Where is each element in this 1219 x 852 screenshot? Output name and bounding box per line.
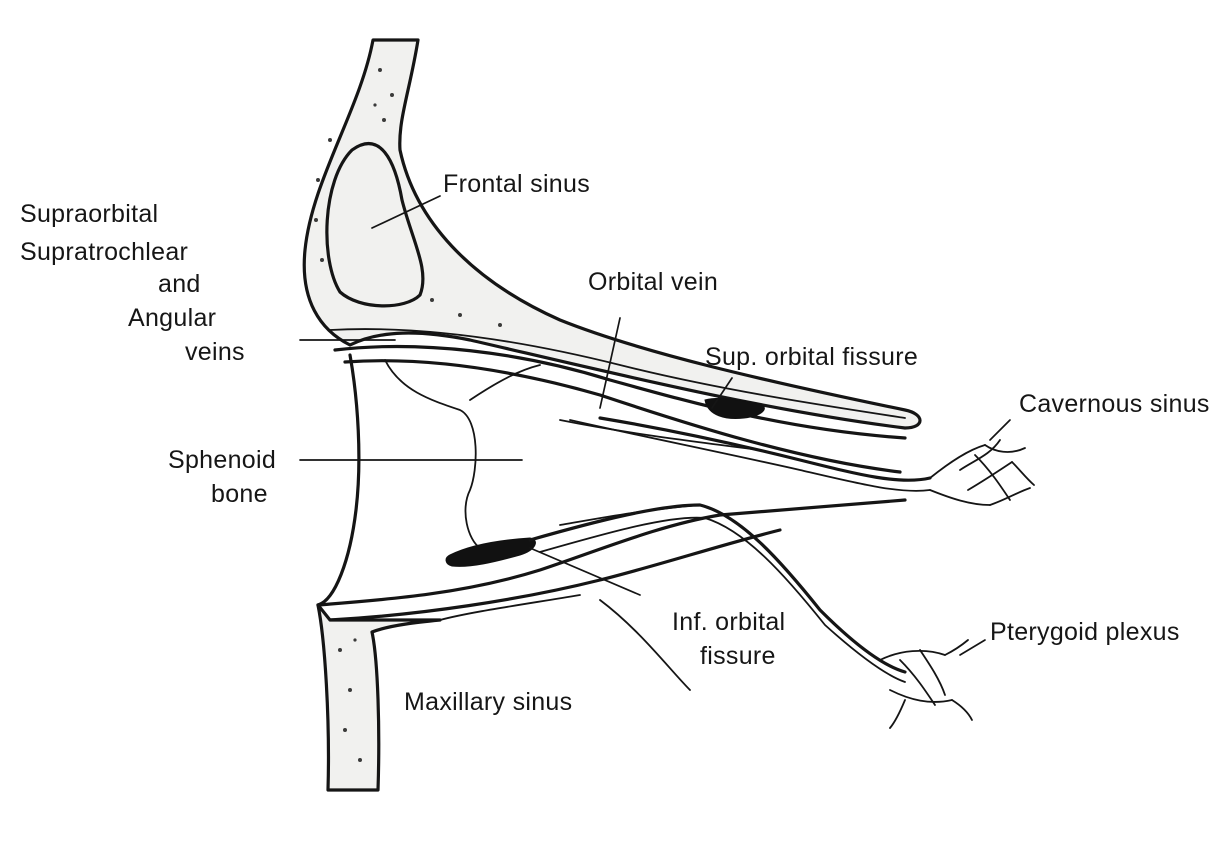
label-inf-orbital: Inf. orbital — [672, 608, 785, 636]
label-frontal-sinus: Frontal sinus — [443, 170, 590, 198]
labels: Frontal sinus Supraorbital Supratrochlea… — [20, 170, 1210, 716]
pterygoid-plexus-bundle — [880, 640, 972, 728]
label-fissure: fissure — [700, 642, 776, 670]
label-orbital-vein: Orbital vein — [588, 268, 718, 296]
maxilla — [318, 500, 905, 790]
cavernous-sinus-plexus — [930, 440, 1034, 505]
label-sup-orbital-fissure: Sup. orbital fissure — [705, 343, 918, 371]
inferior-ophthalmic-vein — [446, 505, 905, 682]
label-cavernous-sinus: Cavernous sinus — [1019, 390, 1210, 418]
label-sphenoid: Sphenoid — [168, 446, 276, 474]
label-supratrochlear: Supratrochlear — [20, 238, 188, 266]
label-veins: veins — [185, 338, 245, 366]
label-angular: Angular — [128, 304, 216, 332]
label-pterygoid-plexus: Pterygoid plexus — [990, 618, 1180, 646]
label-and: and — [158, 270, 201, 298]
label-maxillary-sinus: Maxillary sinus — [404, 688, 572, 716]
medial-wall — [318, 355, 540, 605]
label-supraorbital: Supraorbital — [20, 200, 158, 228]
label-bone: bone — [211, 480, 268, 508]
